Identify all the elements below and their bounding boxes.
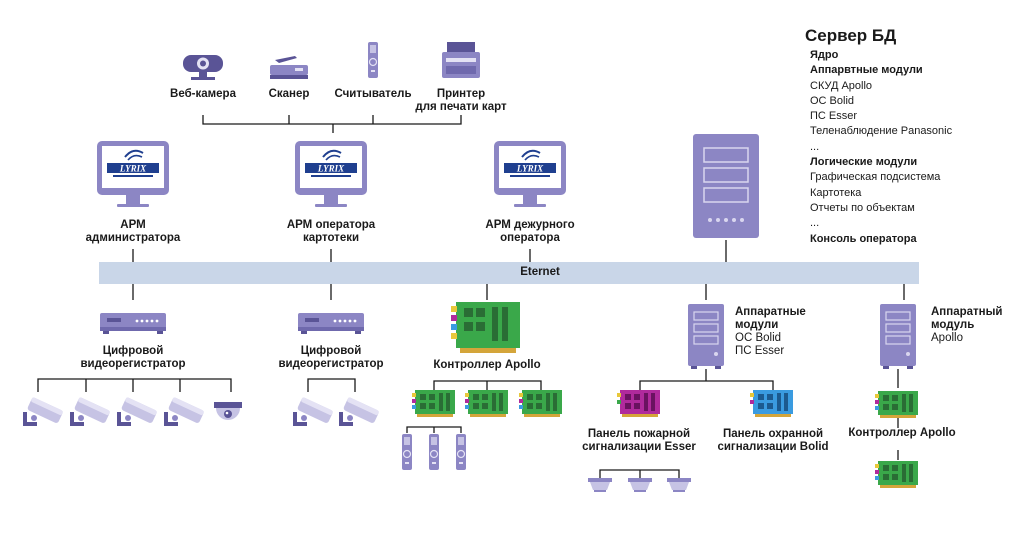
fire-panel-line2: сигнализации Esser: [582, 441, 696, 453]
apollo2-reader-board-icon: [875, 461, 918, 488]
duty-label-line2: оператора: [500, 232, 560, 244]
dome-camera-icon: [214, 402, 242, 420]
security-panel-board-icon: [750, 390, 793, 417]
dvr2-icon: [298, 313, 364, 334]
hw-module-label: Аппаратный модуль Apollo: [931, 306, 1002, 345]
admin-monitor-icon: [96, 140, 170, 208]
logic-module-item: ...: [810, 217, 820, 230]
dvr2-label-line2: видеорегистратор: [278, 358, 384, 370]
hw-module-line2: модуль: [931, 319, 975, 331]
dvr1-label: Цифровой видеорегистратор: [80, 345, 185, 371]
fire-panel-board-icon: [617, 390, 660, 417]
hw-modules-label: Аппаратные модули ОС Bolid ПС Esser: [735, 306, 806, 358]
apollo1-label: Контроллер Apollo: [433, 359, 541, 371]
apollo-controller-board-icon: [451, 302, 520, 353]
logic-module-item: Отчеты по объектам: [810, 201, 915, 214]
hw-module-item: ...: [810, 140, 820, 153]
camera-icon: [117, 396, 158, 426]
siren-bus: [599, 469, 680, 478]
admin-workstation-label: АРМ администратора: [86, 219, 181, 245]
dvr2-camera-bus: [307, 378, 356, 392]
camera-icon: [339, 396, 380, 426]
admin-label-line1: АРМ: [120, 219, 146, 231]
card-reader-icon: [401, 433, 413, 471]
hw-modules-item: ПС Esser: [735, 345, 785, 357]
card-reader-icon: [367, 41, 379, 79]
hw-module-item: Apollo: [931, 332, 963, 344]
dvr2-label-line1: Цифровой: [300, 345, 362, 357]
db-server-icon: [693, 134, 759, 238]
peripheral-bus: [202, 115, 462, 133]
hw-module-item: ОС Bolid: [810, 94, 855, 107]
card-printer-icon: [442, 42, 480, 78]
siren-icon: [588, 478, 612, 492]
duty-workstation-label: АРМ дежурного оператора: [485, 219, 574, 245]
duty-monitor-icon: [493, 140, 567, 208]
cards-label-line2: картотеки: [302, 232, 360, 244]
hw-modules-server-icon: [687, 303, 725, 370]
apollo2-label: Контроллер Apollo: [848, 427, 956, 439]
logic-modules-header: Логические модули: [810, 156, 918, 169]
sec-panel-line2: сигнализации Bolid: [717, 441, 829, 453]
camera-icon: [164, 396, 205, 426]
server-core: Ядро: [810, 49, 839, 61]
dvr1-label-line1: Цифровой: [102, 345, 164, 357]
duty-label-line1: АРМ дежурного: [485, 219, 575, 231]
webcam-label: Веб-камера: [170, 88, 236, 100]
hw-module-item: ПС Esser: [810, 110, 858, 123]
card-reader-icon: [428, 433, 440, 471]
ethernet-label: Eternet: [520, 266, 560, 278]
logic-module-item: Картотека: [810, 186, 862, 199]
hw-module-item: Теленаблюдение Panasonic: [810, 125, 953, 138]
ethernet-bar: [99, 262, 919, 284]
reader-board-icon: [412, 390, 455, 417]
admin-label-line2: администратора: [85, 232, 181, 244]
camera-icon: [23, 396, 64, 426]
hw-module-server-icon: [879, 303, 917, 370]
hw-modules-line2: модули: [735, 319, 779, 331]
fire-panel-label: Панель пожарной сигнализации Esser: [582, 428, 696, 454]
operator-console: Консоль оператора: [810, 232, 917, 245]
ethernet-links: [132, 240, 905, 300]
hw-module-line1: Аппаратный: [931, 306, 1003, 318]
apollo2-board-icon: [875, 391, 918, 418]
panels-bus: [639, 369, 774, 390]
dvr1-camera-bus: [37, 378, 232, 392]
dvr1-label-line2: видеорегистратор: [80, 358, 186, 370]
printer-label-line2: для печати карт: [415, 101, 507, 113]
cards-monitor-icon: [294, 140, 368, 208]
siren-icon: [628, 478, 652, 492]
reader-bus: [406, 426, 462, 433]
security-panel-label: Панель охранной сигнализации Bolid: [717, 428, 828, 454]
dvr1-icon: [100, 313, 166, 334]
fire-panel-line1: Панель пожарной: [587, 428, 691, 440]
reader-board-icon: [519, 390, 562, 417]
hw-modules-header: Аппарвтные модули: [810, 64, 923, 77]
siren-icon: [667, 478, 691, 492]
hw-module-item: СКУД Apollo: [810, 79, 873, 92]
cards-label-line1: АРМ оператора: [286, 219, 376, 231]
hw-modules-item: ОС Bolid: [735, 332, 782, 344]
reader-board-icon: [465, 390, 508, 417]
reader-label: Считыватель: [334, 88, 412, 100]
printer-label-line1: Принтер: [436, 88, 486, 100]
apollo1-bus: [433, 380, 542, 390]
cards-workstation-label: АРМ оператора картотеки: [287, 219, 375, 245]
camera-icon: [70, 396, 111, 426]
logic-module-item: Графическая подсистема: [810, 171, 941, 184]
dvr2-label: Цифровой видеорегистратор: [278, 345, 383, 371]
hw-modules-line1: Аппаратные: [735, 306, 806, 318]
scanner-label: Сканер: [268, 88, 310, 100]
card-reader-icon: [455, 433, 467, 471]
scanner-icon: [270, 56, 308, 79]
webcam-icon: [183, 55, 223, 80]
printer-label: Принтер для печати карт: [415, 88, 506, 114]
server-title: Сервер БД: [805, 26, 897, 45]
server-db-panel: Сервер БД Ядро Аппарвтные модули СКУД Ap…: [805, 26, 953, 247]
sec-panel-line1: Панель охранной: [722, 428, 824, 440]
camera-icon: [293, 396, 334, 426]
